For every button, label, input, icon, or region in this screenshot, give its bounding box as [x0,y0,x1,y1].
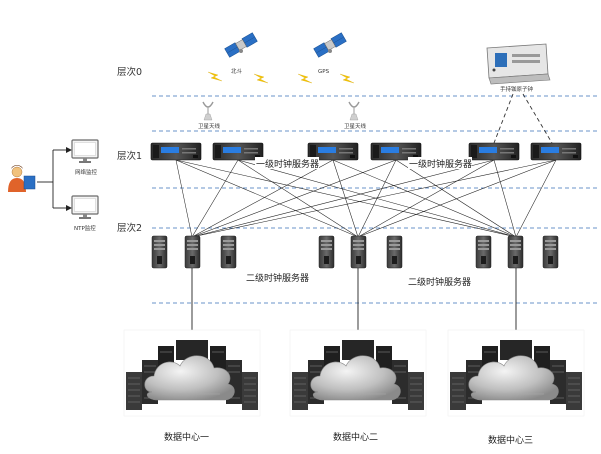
tier1-server-6 [530,142,582,161]
sync-mesh-lines [175,159,557,238]
gps-satellite-icon [313,32,347,58]
tier2-servers-label-right: 二级时钟服务器 [408,276,471,288]
tier2-server [220,235,237,269]
tier2-server [475,235,492,269]
tier2-server [318,235,335,269]
tier1-servers-label-left: 一级时钟服务器 [256,158,319,170]
tier1-servers-label-right: 一级时钟服务器 [409,158,472,170]
tier2-server [386,235,403,269]
datacenter-2-label: 数据中心二 [333,431,378,443]
monitor-links [37,149,66,209]
antenna-2-label: 卫星天线 [344,122,367,130]
tier-0-label: 层次0 [117,66,142,78]
tier1-server-5 [468,142,520,161]
antenna-1-label: 卫星天线 [198,122,221,130]
atomic-clock-label: 手持铷原子钟 [500,85,534,93]
ntp-monitor-label: NTP监控 [74,224,96,232]
operator-icon [8,165,36,192]
label-backdrop [255,157,319,169]
beidou-label: 北斗 [231,67,243,75]
arrow-icon [66,147,72,153]
satellite-antenna-icon [348,101,360,121]
atomic-clock-device [486,43,551,85]
tier2-server [151,235,168,269]
signal-bolt-icon [207,71,223,82]
tier2-server [542,235,559,269]
tier2-server [184,235,201,269]
datacenter-3 [447,329,585,417]
signal-bolt-icon [339,73,355,84]
arrow-icon [66,205,72,211]
tier1-server-1 [150,142,202,161]
ntp-monitor-icon [71,195,99,220]
signal-bolt-icon [297,73,313,84]
satellite-antenna-icon [202,101,214,121]
tier-2-label: 层次2 [117,222,142,234]
gps-label: GPS [318,69,330,75]
datacenter-1 [123,329,261,417]
datacenter-1-label: 数据中心一 [164,431,209,443]
datacenter-3-label: 数据中心三 [488,434,533,446]
beidou-satellite-icon [224,32,258,58]
datacenter-links [191,268,517,338]
datacenter-2 [289,329,427,417]
network-monitor-icon [71,139,99,164]
label-backdrop [408,157,472,169]
signal-bolt-icon [253,73,269,84]
network-monitor-label: 网络监控 [75,168,98,176]
tier2-server [350,235,367,269]
tier-1-label: 层次1 [117,150,142,162]
tier2-servers-label-left: 二级时钟服务器 [246,272,309,284]
tier2-server [507,235,524,269]
atomic-clock-links [493,93,553,144]
